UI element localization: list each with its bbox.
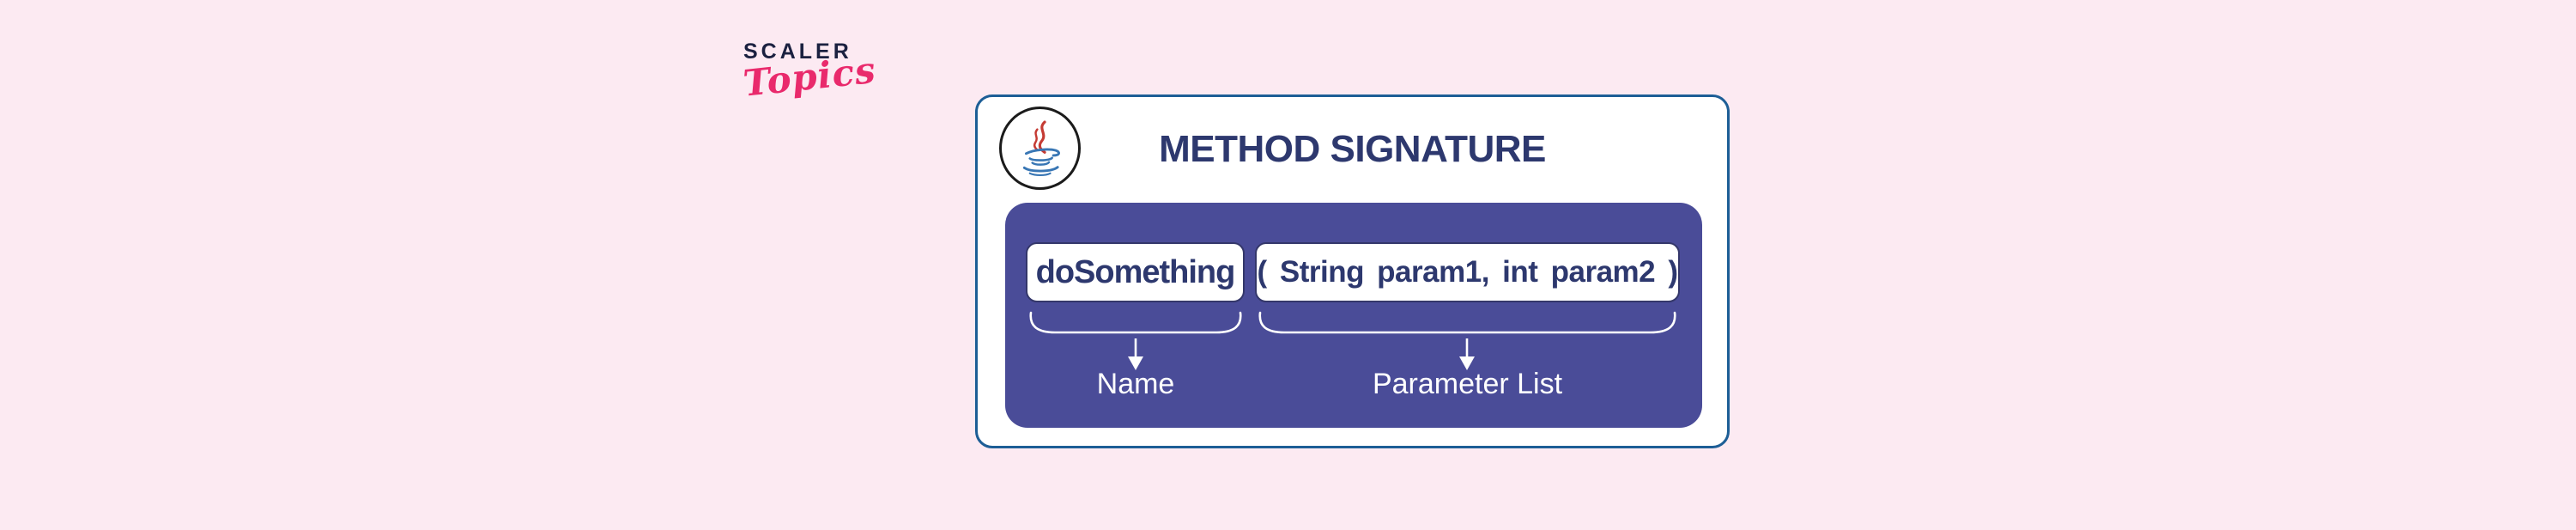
scaler-wordmark: SCALER xyxy=(743,40,852,64)
arrow-down-params-icon xyxy=(1459,338,1475,370)
underbrace-params-icon xyxy=(1258,311,1676,334)
arrow-down-name-icon xyxy=(1128,338,1143,370)
underbrace-name-icon xyxy=(1029,311,1242,334)
parameter-list-text: ( String param1, int param2 ) xyxy=(1257,255,1678,289)
parameter-list-chip: ( String param1, int param2 ) xyxy=(1255,242,1680,302)
card-title: METHOD SIGNATURE xyxy=(1159,128,1546,170)
topics-wordmark: Topics xyxy=(741,48,878,105)
method-name-text: doSomething xyxy=(1035,253,1236,290)
java-logo-icon xyxy=(999,107,1081,190)
method-name-chip: doSomething xyxy=(1026,242,1245,302)
method-signature-card: METHOD SIGNATURE doSomething ( String pa… xyxy=(975,94,1730,448)
signature-panel: doSomething ( String param1, int param2 … xyxy=(1005,203,1702,428)
name-label: Name xyxy=(1096,368,1175,400)
parameter-list-label: Parameter List xyxy=(1372,368,1563,400)
scaler-topics-logo: SCALER Topics xyxy=(741,40,878,105)
